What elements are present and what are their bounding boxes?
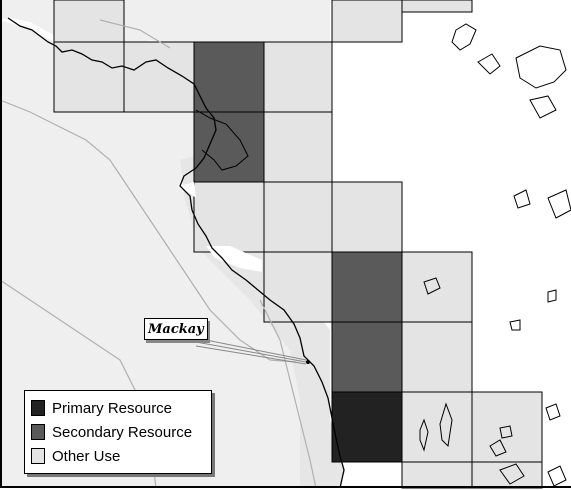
- place-label: Mackay: [148, 321, 204, 337]
- place-label-callout: Mackay: [144, 318, 208, 340]
- zone-cell: [401, 321, 473, 393]
- zone-cell: [331, 321, 403, 393]
- zone-cell: [401, 0, 473, 13]
- zone-cell: [263, 41, 333, 113]
- legend-swatch-primary: [31, 400, 45, 416]
- coastline: [7, 17, 345, 489]
- zone-cell: [53, 0, 125, 43]
- legend: Primary Resource Secondary Resource Othe…: [24, 390, 212, 474]
- mackay-location: [306, 360, 310, 364]
- callout-pointer: [195, 337, 307, 365]
- legend-item-primary: Primary Resource: [31, 396, 205, 420]
- inner-coastline: [195, 109, 249, 171]
- legend-label-secondary: Secondary Resource: [52, 423, 193, 441]
- zone-cell: [331, 0, 403, 43]
- legend-swatch-secondary: [31, 424, 45, 440]
- legend-label-primary: Primary Resource: [52, 399, 173, 417]
- coastal-water: [180, 182, 262, 272]
- offshore-reefs: [419, 23, 571, 487]
- legend-item-other: Other Use: [31, 444, 205, 468]
- zone-cell: [401, 391, 473, 463]
- zone-cell: [471, 461, 543, 489]
- legend-item-secondary: Secondary Resource: [31, 420, 205, 444]
- zone-cell: [401, 251, 473, 323]
- legend-label-other: Other Use: [52, 447, 121, 465]
- zone-cell: [193, 41, 265, 113]
- zone-cell: [263, 251, 333, 323]
- zone-cell: [193, 111, 265, 183]
- zone-cell: [53, 41, 125, 113]
- zone-cell: [331, 391, 403, 463]
- zone-cell: [263, 181, 333, 253]
- zone-cell: [331, 181, 403, 253]
- zone-cell: [401, 461, 473, 489]
- zone-cell: [263, 111, 333, 183]
- legend-swatch-other: [31, 448, 45, 464]
- rivers: [0, 19, 317, 489]
- mainland: [0, 0, 345, 488]
- zone-cell: [331, 251, 403, 323]
- zone-cell: [193, 181, 265, 253]
